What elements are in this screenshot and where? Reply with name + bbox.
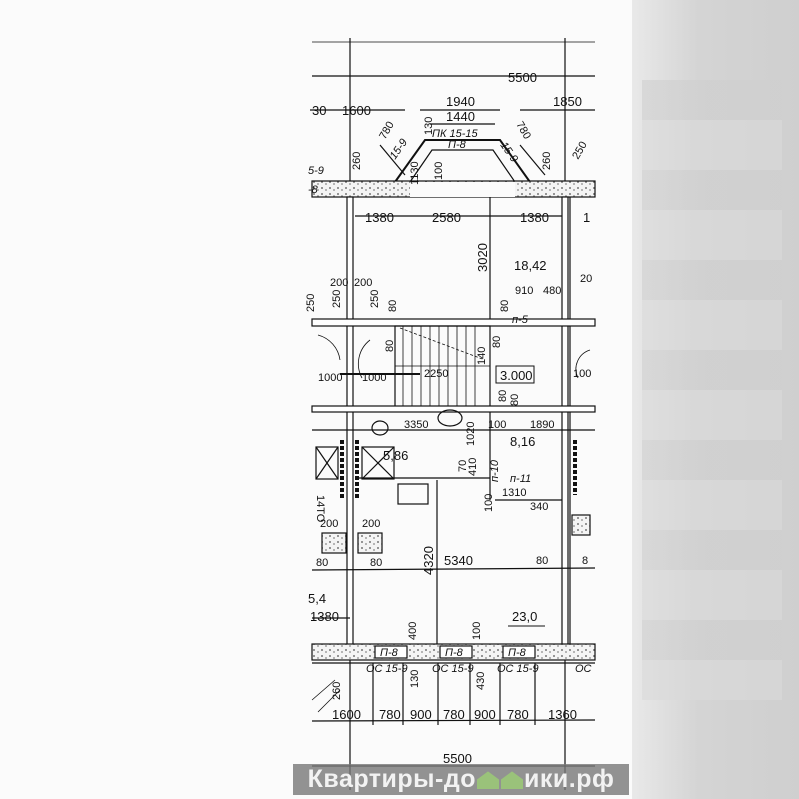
dim-living-2: 2580 bbox=[432, 210, 461, 225]
side-label: 5-9 bbox=[308, 165, 324, 177]
wall-label-1: ОС 15-9 bbox=[366, 663, 408, 675]
slab-label-3: П-8 bbox=[508, 647, 527, 659]
side-label-wet: 14TO bbox=[314, 495, 326, 523]
dim-bay-wall: 100 bbox=[433, 162, 445, 180]
dim-200a: 200 bbox=[330, 277, 348, 289]
dim-80-k1: 80 bbox=[316, 557, 328, 569]
dim-living-1: 1380 bbox=[365, 210, 394, 225]
dim-80-k2: 80 bbox=[370, 557, 382, 569]
dim-80f: 80 bbox=[509, 394, 521, 406]
dim-80-k3: 80 bbox=[536, 555, 548, 567]
dim-70: 70 bbox=[457, 460, 469, 472]
watermark-text-b: ики.рф bbox=[524, 765, 615, 793]
dim-100-k: 100 bbox=[471, 622, 483, 640]
dim-living-4: 1 bbox=[583, 210, 590, 225]
dim-living-height: 3020 bbox=[475, 243, 490, 272]
dim-410: 410 bbox=[467, 458, 479, 476]
area-left: 5,4 bbox=[308, 591, 326, 606]
dim-1020: 1020 bbox=[465, 422, 477, 446]
dim-door-far: 100 bbox=[573, 368, 591, 380]
dim-bay-ext: 130 bbox=[423, 117, 435, 135]
slab-label-2: П-8 bbox=[445, 647, 464, 659]
dim-bay-outer: 1940 bbox=[446, 94, 475, 109]
bottom-dim-7: 1360 bbox=[548, 707, 577, 722]
dim-3350: 3350 bbox=[404, 419, 428, 431]
dim-200b: 200 bbox=[354, 277, 372, 289]
dim-200-left: 200 bbox=[320, 518, 338, 530]
bottom-dim-4: 780 bbox=[443, 707, 465, 722]
dim-overall-top: 5500 bbox=[508, 70, 537, 85]
dim-910: 910 bbox=[515, 285, 533, 297]
level-mark: 3.000 bbox=[500, 368, 533, 383]
wall-label-4: ОС bbox=[575, 663, 592, 675]
area-bathroom: 5,86 bbox=[383, 448, 408, 463]
dim-430: 430 bbox=[475, 672, 487, 690]
dim-250a: 250 bbox=[331, 290, 343, 308]
dim-4320: 4320 bbox=[421, 546, 436, 575]
dim-bay-inner: 1440 bbox=[446, 109, 475, 124]
dim-stair-v: 140 bbox=[476, 347, 488, 365]
dim-h-far: 250 bbox=[570, 140, 590, 162]
area-hall: 8,16 bbox=[510, 434, 535, 449]
dim-door-left: 1000 bbox=[318, 372, 342, 384]
blurred-background bbox=[632, 0, 799, 799]
bottom-dim-5: 900 bbox=[474, 707, 496, 722]
dim-80e: 80 bbox=[497, 390, 509, 402]
slab-label-1: П-8 bbox=[380, 647, 399, 659]
area-kitchen: 23,0 bbox=[512, 609, 537, 624]
bay-slab-label: П-8 bbox=[448, 139, 467, 151]
dim-stair-width: 2250 bbox=[424, 368, 448, 380]
dim-h-left: 260 bbox=[351, 152, 363, 170]
dim-bay-depth: 1130 bbox=[409, 161, 421, 185]
watermark: Квартиры-до ики.рф bbox=[293, 764, 629, 795]
dim-340: 340 bbox=[530, 501, 548, 513]
dim-400: 400 bbox=[407, 622, 419, 640]
house-icon bbox=[477, 771, 499, 790]
dim-80a: 80 bbox=[387, 300, 399, 312]
diag-label-left: 15-9 bbox=[388, 137, 410, 162]
dim-100: 100 bbox=[488, 419, 506, 431]
dim-200c: 20 bbox=[580, 273, 592, 285]
dim-80b: 80 bbox=[499, 300, 511, 312]
dim-door-right: 1000 bbox=[362, 372, 386, 384]
dim-diag-right: 780 bbox=[513, 120, 533, 142]
watermark-text-a: Квартиры-до bbox=[307, 765, 476, 793]
side-label-2: -8 bbox=[308, 184, 319, 196]
bottom-dim-3: 900 bbox=[410, 707, 432, 722]
dim-1310: 1310 bbox=[502, 487, 526, 499]
dim-8-k4: 8 bbox=[582, 555, 588, 567]
dim-5340: 5340 bbox=[444, 553, 473, 568]
dim-right: 1850 bbox=[553, 94, 582, 109]
dim-250c: 250 bbox=[305, 294, 317, 312]
dim-1890: 1890 bbox=[530, 419, 554, 431]
dim-130: 130 bbox=[409, 670, 421, 688]
lintel-p10: п-10 bbox=[489, 459, 501, 482]
plan-lines bbox=[310, 38, 596, 790]
house-icon bbox=[501, 771, 523, 790]
dim-1380-k: 1380 bbox=[310, 609, 339, 624]
dim-living-3: 1380 bbox=[520, 210, 549, 225]
area-living-room: 18,42 bbox=[514, 258, 547, 273]
dim-260-b: 260 bbox=[331, 682, 343, 700]
dim-480: 480 bbox=[543, 285, 561, 297]
bottom-dim-2: 780 bbox=[379, 707, 401, 722]
bottom-dim-6: 780 bbox=[507, 707, 529, 722]
dim-250b: 250 bbox=[369, 290, 381, 308]
level-mark-box bbox=[495, 365, 535, 384]
dim-200-right: 200 bbox=[362, 518, 380, 530]
dim-h-right: 260 bbox=[541, 152, 553, 170]
wall-label-3: ОС 15-9 bbox=[497, 663, 539, 675]
bottom-dim-1: 1600 bbox=[332, 707, 361, 722]
dim-overall-bottom: 5500 bbox=[443, 751, 472, 766]
dim-edge: 30 bbox=[312, 103, 326, 118]
lintel-p11: п-11 bbox=[510, 473, 531, 485]
wall-label-2: ОС 15-9 bbox=[432, 663, 474, 675]
bay-top-label: ПК 15-15 bbox=[432, 128, 479, 140]
dim-80c: 80 bbox=[384, 340, 396, 352]
lintel-p5: п-5 bbox=[512, 314, 529, 326]
dim-100-v: 100 bbox=[483, 494, 495, 512]
dim-diag-left: 780 bbox=[377, 120, 397, 142]
dim-left: 1600 bbox=[342, 103, 371, 118]
dim-80d: 80 bbox=[491, 336, 503, 348]
